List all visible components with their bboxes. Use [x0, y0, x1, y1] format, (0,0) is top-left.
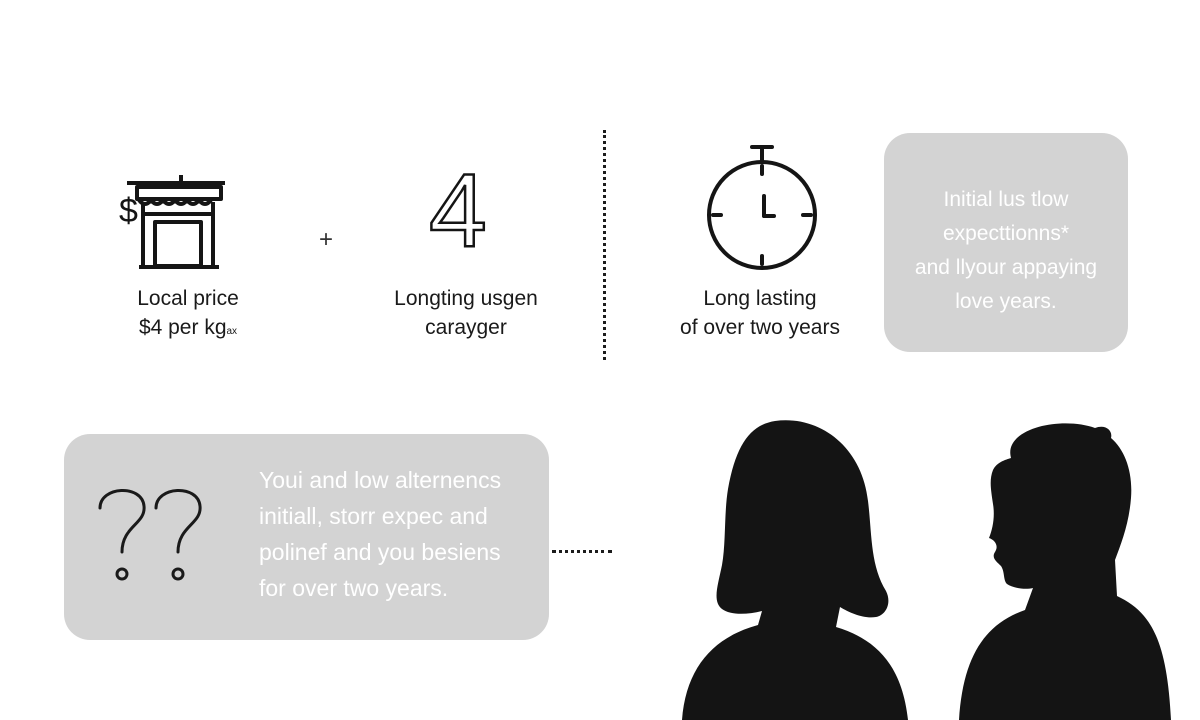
question-bubble: Youi and low alternencs initiall, storr …: [64, 434, 549, 640]
long-lasting-line1: Long lasting: [703, 287, 817, 310]
bubble-right-line: expecttionns*: [942, 222, 1070, 245]
bubble-left-line: for over two years.: [259, 575, 449, 601]
plus-sign: +: [319, 226, 334, 253]
expectations-bubble: Initial lus tlow expecttionns* and llyou…: [884, 133, 1128, 352]
local-price-label: Local price: [137, 287, 239, 310]
bubble-right-line: Initial lus tlow: [943, 188, 1069, 211]
expectations-bubble-text: Initial lus tlow expecttionns* and llyou…: [884, 183, 1128, 319]
man-silhouette-icon: [959, 423, 1171, 720]
longting-line2: carayger: [425, 316, 507, 339]
longting-line1: Longting usgen: [394, 287, 538, 310]
dotted-divider: [603, 130, 606, 360]
bubble-left-line: initiall, storr expec and: [259, 503, 488, 529]
price-per-kg-text: $4 per kgax: [138, 316, 238, 339]
storefront-icon: $: [119, 175, 225, 269]
long-lasting-line2: of over two years: [680, 316, 840, 339]
stopwatch-icon: [707, 145, 817, 270]
question-bubble-text: Youi and low alternencs initiall, storr …: [259, 462, 501, 606]
bubble-left-line: polinef and you besiens: [259, 539, 501, 565]
woman-silhouette-icon: [682, 420, 908, 720]
bubble-left-line: Youi and low alternencs: [259, 467, 502, 493]
longting-caption: Longting usgen carayger: [370, 284, 562, 342]
question-marks-icon: [98, 489, 202, 581]
bubble-right-line: and llyour appaying: [914, 256, 1098, 279]
bubble-right-line: love years.: [955, 290, 1057, 313]
local-price-caption: Local price $4 per kgax: [100, 284, 276, 346]
number-four-icon: 4: [428, 152, 488, 254]
long-lasting-caption: Long lasting of over two years: [660, 284, 860, 342]
svg-text:$: $: [119, 192, 138, 230]
price-suffix: ax: [226, 326, 238, 337]
dotted-connector: [552, 550, 612, 553]
number-four-glyph: 4: [429, 153, 487, 254]
